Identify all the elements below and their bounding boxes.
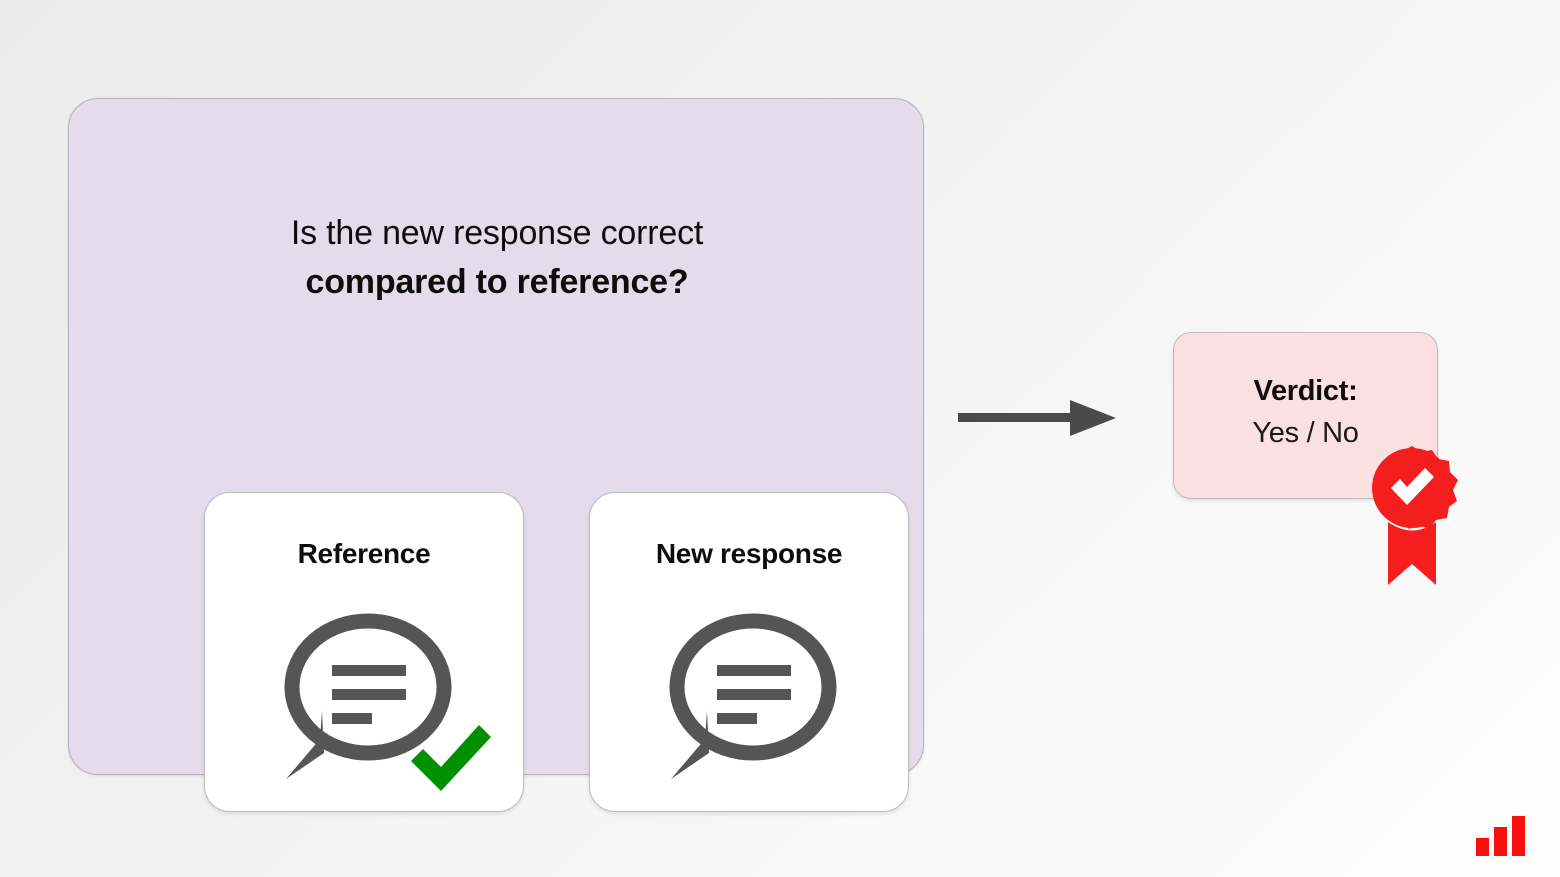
reference-card[interactable]: Reference bbox=[204, 492, 524, 812]
question-title: Is the new response correct compared to … bbox=[69, 209, 925, 307]
bar-chart-logo-icon bbox=[1474, 810, 1526, 856]
verdict-panel: Verdict: Yes / No bbox=[1173, 332, 1438, 499]
question-panel: Is the new response correct compared to … bbox=[68, 98, 925, 812]
speech-bubble-icon bbox=[649, 603, 849, 783]
question-title-line-1: Is the new response correct bbox=[290, 214, 704, 252]
verdict-title: Verdict: bbox=[1253, 375, 1358, 407]
award-check-badge-icon bbox=[1364, 444, 1460, 589]
arrow-right-icon bbox=[958, 396, 1120, 440]
green-check-icon bbox=[403, 717, 499, 797]
new-response-card-label: New response bbox=[655, 538, 843, 569]
reference-card-label: Reference bbox=[297, 538, 431, 569]
verdict-value: Yes / No bbox=[1252, 417, 1359, 449]
speech-bubble-icon bbox=[264, 603, 464, 783]
new-response-card[interactable]: New response bbox=[589, 492, 909, 812]
question-title-line-2: compared to reference? bbox=[305, 262, 689, 301]
